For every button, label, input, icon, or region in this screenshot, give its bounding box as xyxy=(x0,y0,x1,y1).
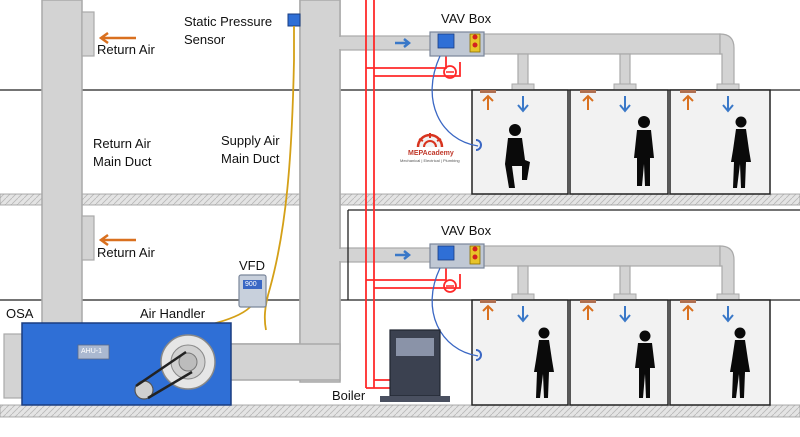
return-air-label-top: Return Air xyxy=(97,42,155,57)
return-air-arrows xyxy=(98,31,136,247)
supply-air-main-duct xyxy=(229,0,433,383)
ceiling-line-upper xyxy=(347,209,800,300)
supply-main-duct-label: Supply Air Main Duct xyxy=(221,132,280,168)
gear-logo-icon xyxy=(416,133,444,148)
return-main-label-line1: Return Air xyxy=(93,136,151,151)
thermostat-icon xyxy=(475,139,482,361)
ahu-tag: AHU-1 xyxy=(81,348,103,355)
vav-box-label-top: VAV Box xyxy=(441,11,492,26)
vfd-label: VFD xyxy=(239,258,265,273)
supply-main-label-line2: Main Duct xyxy=(221,151,280,166)
boiler-label: Boiler xyxy=(332,388,366,403)
vav-box-upper xyxy=(395,31,485,79)
air-handler-label: Air Handler xyxy=(140,306,206,321)
lower-supply-branch xyxy=(483,245,740,301)
vfd-display: 900 xyxy=(245,281,257,288)
static-pressure-label: Static Pressure Sensor xyxy=(184,13,272,49)
return-main-label-line2: Main Duct xyxy=(93,154,152,169)
return-air-label-bottom: Return Air xyxy=(97,245,155,260)
return-main-duct-label: Return Air Main Duct xyxy=(93,135,152,171)
osa-label: OSA xyxy=(6,306,34,321)
static-pressure-sensor xyxy=(287,13,301,27)
static-pressure-label-line1: Static Pressure xyxy=(184,14,273,29)
thermostat-wiring xyxy=(431,55,479,357)
floor-slabs xyxy=(0,89,800,418)
boiler-unit xyxy=(380,329,450,402)
static-pressure-label-line2: Sensor xyxy=(184,32,226,47)
air-handler-unit xyxy=(3,322,232,406)
vav-box-lower xyxy=(395,243,485,293)
upper-supply-branch xyxy=(483,33,740,91)
vfd-unit xyxy=(238,274,267,308)
person-silhouette-icon xyxy=(505,116,751,398)
room-air-arrows xyxy=(480,90,734,323)
return-air-main-duct xyxy=(41,0,95,331)
logo-name: MEPAcademy xyxy=(408,150,454,157)
logo-tagline: Mechanical | Electrical | Plumbing xyxy=(400,158,460,163)
supply-main-label-line1: Supply Air xyxy=(221,133,280,148)
vav-box-label-bottom: VAV Box xyxy=(441,223,492,238)
